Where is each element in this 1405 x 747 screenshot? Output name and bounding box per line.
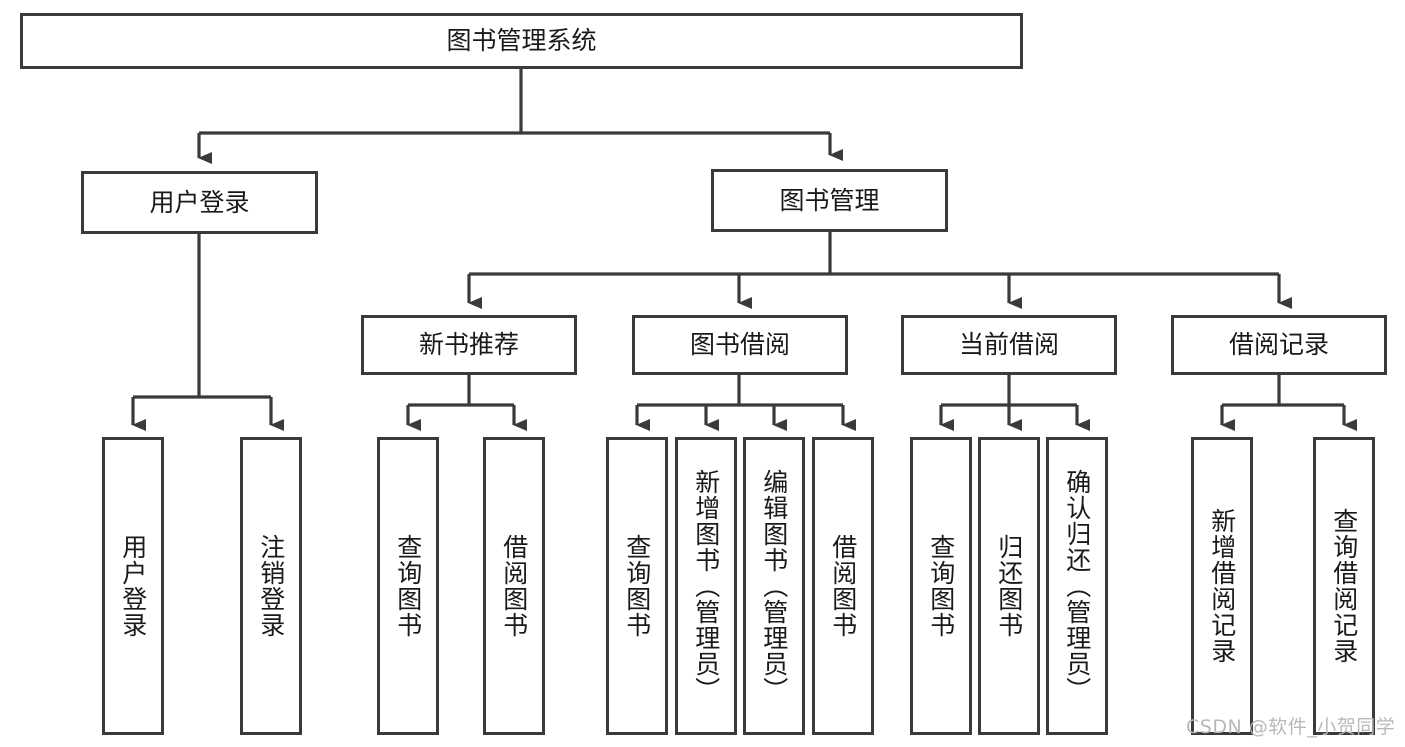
node-leaf-borrow-book-2[interactable]: 借阅图书	[812, 437, 874, 735]
node-label: 查询图书	[926, 534, 956, 638]
node-new-book-recommend[interactable]: 新书推荐	[361, 315, 577, 375]
node-leaf-add-record[interactable]: 新增借阅记录	[1191, 437, 1253, 735]
node-label: 借阅图书	[499, 534, 529, 638]
node-label: 当前借阅	[958, 330, 1059, 360]
node-borrow-record[interactable]: 借阅记录	[1171, 315, 1387, 375]
csdn-watermark: CSDN @软件_小贺同学	[1186, 716, 1396, 738]
node-label: 编辑图书（管理员）	[759, 469, 789, 703]
node-leaf-edit-book[interactable]: 编辑图书（管理员）	[743, 437, 805, 735]
node-leaf-confirm-return[interactable]: 确认归还（管理员）	[1046, 437, 1108, 735]
node-leaf-query-book-3[interactable]: 查询图书	[910, 437, 972, 735]
node-label: 用户登录	[149, 187, 250, 217]
node-label: 新书推荐	[418, 330, 519, 360]
node-current-borrow[interactable]: 当前借阅	[901, 315, 1117, 375]
node-label: 借阅记录	[1228, 330, 1329, 360]
node-label: 新增图书（管理员）	[691, 469, 721, 703]
node-label: 查询借阅记录	[1329, 508, 1359, 664]
node-label: 用户登录	[118, 534, 148, 638]
node-label: 归还图书	[994, 534, 1024, 638]
node-leaf-borrow-book-1[interactable]: 借阅图书	[483, 437, 545, 735]
node-book-borrow[interactable]: 图书借阅	[632, 315, 848, 375]
node-label: 注销登录	[256, 534, 286, 638]
node-leaf-query-record[interactable]: 查询借阅记录	[1313, 437, 1375, 735]
node-leaf-return-book[interactable]: 归还图书	[978, 437, 1040, 735]
node-leaf-user-login[interactable]: 用户登录	[102, 437, 164, 735]
node-book-management[interactable]: 图书管理	[711, 169, 948, 232]
node-label: 查询图书	[393, 534, 423, 638]
node-label: 借阅图书	[828, 534, 858, 638]
node-label: 查询图书	[622, 534, 652, 638]
node-leaf-query-book-1[interactable]: 查询图书	[377, 437, 439, 735]
node-label: 图书管理系统	[446, 26, 597, 56]
node-leaf-logout-login[interactable]: 注销登录	[240, 437, 302, 735]
node-label: 图书借阅	[689, 330, 790, 360]
node-user-login[interactable]: 用户登录	[81, 171, 318, 234]
node-book-management-system[interactable]: 图书管理系统	[20, 13, 1023, 69]
node-leaf-query-book-2[interactable]: 查询图书	[606, 437, 668, 735]
node-label: 图书管理	[779, 185, 880, 215]
node-label: 新增借阅记录	[1207, 508, 1237, 664]
node-label: 确认归还（管理员）	[1062, 469, 1092, 703]
node-leaf-add-book[interactable]: 新增图书（管理员）	[675, 437, 737, 735]
